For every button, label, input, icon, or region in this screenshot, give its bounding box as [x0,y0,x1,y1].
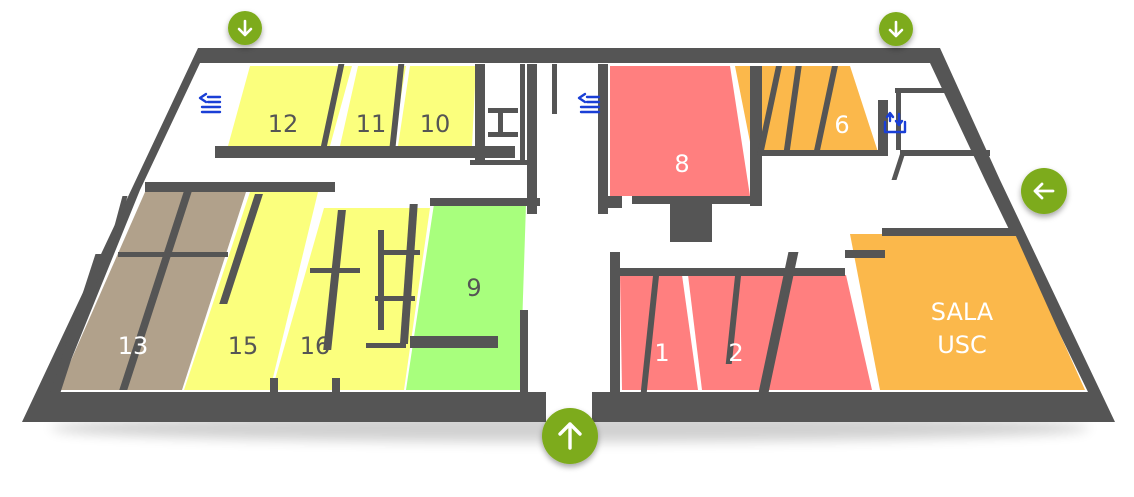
arrow-up-icon [558,422,582,450]
entrance-top-left-button[interactable] [228,11,262,45]
room-label-6: 6 [834,111,849,139]
room-sala-usc[interactable] [850,234,1085,390]
room-10[interactable] [398,66,476,146]
stairs-icon [198,92,222,114]
entrance-top-right-button[interactable] [879,12,913,46]
arrow-down-icon [888,20,904,38]
arrow-left-icon [1033,182,1055,200]
room-label-sala-line1: SALA [931,298,994,326]
room-label-8: 8 [674,150,689,178]
stairs-icon [577,92,601,114]
room-label-10: 10 [420,110,451,138]
room-11[interactable] [340,66,406,146]
room-1[interactable] [620,275,698,390]
room-label-16: 16 [300,332,331,360]
room-label-1: 1 [654,339,669,367]
room-8[interactable] [610,66,750,196]
interior-walls [49,64,1017,416]
arrow-down-icon [237,19,253,37]
room-label-sala-line2: USC [937,331,987,359]
room-15[interactable] [184,192,318,390]
room-6[interactable] [735,66,878,152]
room-label-13: 13 [118,332,149,360]
room-label-9: 9 [466,274,481,302]
room-12[interactable] [228,66,352,146]
room-label-15: 15 [228,332,259,360]
room-label-2: 2 [728,339,743,367]
elevator-icon [883,111,907,134]
room-label-12: 12 [268,110,299,138]
entrance-right-button[interactable] [1021,168,1067,214]
room-label-11: 11 [356,110,387,138]
entrance-bottom-button[interactable] [542,408,598,464]
